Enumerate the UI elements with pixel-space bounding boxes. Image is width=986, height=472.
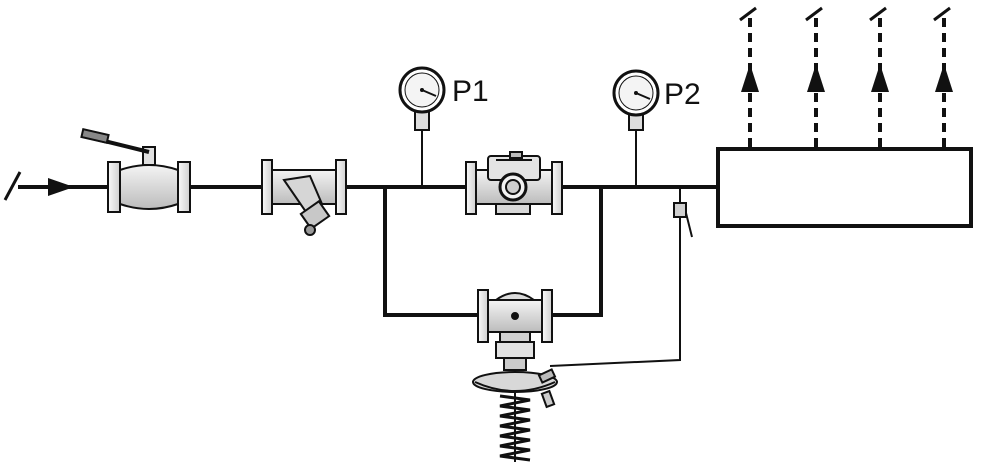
circulation-pump-icon: [465, 151, 563, 215]
gauge-label-p2: P2: [664, 78, 701, 111]
bypass-pipe: [383, 187, 603, 317]
needle-valve-icon: [673, 187, 693, 238]
manifold-icon: [716, 147, 973, 228]
pressure-gauge-icon: [398, 66, 446, 114]
impulse-line: [549, 226, 681, 367]
outlet-flows: [739, 6, 953, 147]
pressure-gauge-p1: P1: [398, 66, 489, 187]
pressure-gauge-p2: P2: [612, 69, 701, 187]
flow-arrow-icon: [933, 6, 953, 147]
gauge-label-p1: P1: [452, 75, 489, 108]
flow-arrow-icon: [869, 6, 889, 147]
pressure-gauge-icon: [612, 69, 660, 117]
inlet-flow-arrow-icon: [3, 171, 74, 201]
strainer-icon: [261, 159, 347, 236]
pressure-regulator-icon: [472, 289, 558, 462]
flow-arrow-icon: [739, 6, 759, 147]
flow-arrow-icon: [805, 6, 825, 147]
ball-valve-icon: [80, 127, 191, 213]
